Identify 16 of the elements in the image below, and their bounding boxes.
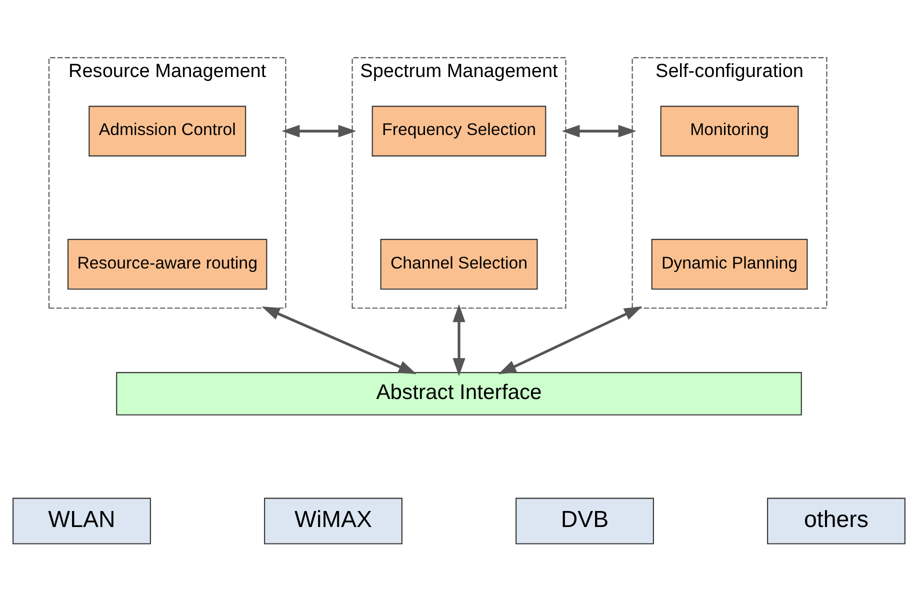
- node-box: Channel Selection: [380, 238, 538, 290]
- node-box: others: [767, 497, 906, 544]
- arrow: [452, 304, 466, 376]
- node-box: WiMAX: [264, 497, 402, 544]
- node-box: Dynamic Planning: [651, 238, 808, 290]
- node-box: Frequency Selection: [372, 105, 546, 156]
- arrow: [262, 306, 417, 374]
- node-box: Resource-aware routing: [67, 238, 268, 290]
- node-box: WLAN: [12, 497, 151, 544]
- node-box: Monitoring: [660, 105, 799, 156]
- arrow: [498, 306, 642, 374]
- node-box: DVB: [516, 497, 654, 544]
- arrow: [282, 124, 356, 137]
- node-box: Admission Control: [88, 105, 246, 156]
- arrow: [562, 124, 636, 137]
- node-box: Abstract Interface: [116, 372, 802, 415]
